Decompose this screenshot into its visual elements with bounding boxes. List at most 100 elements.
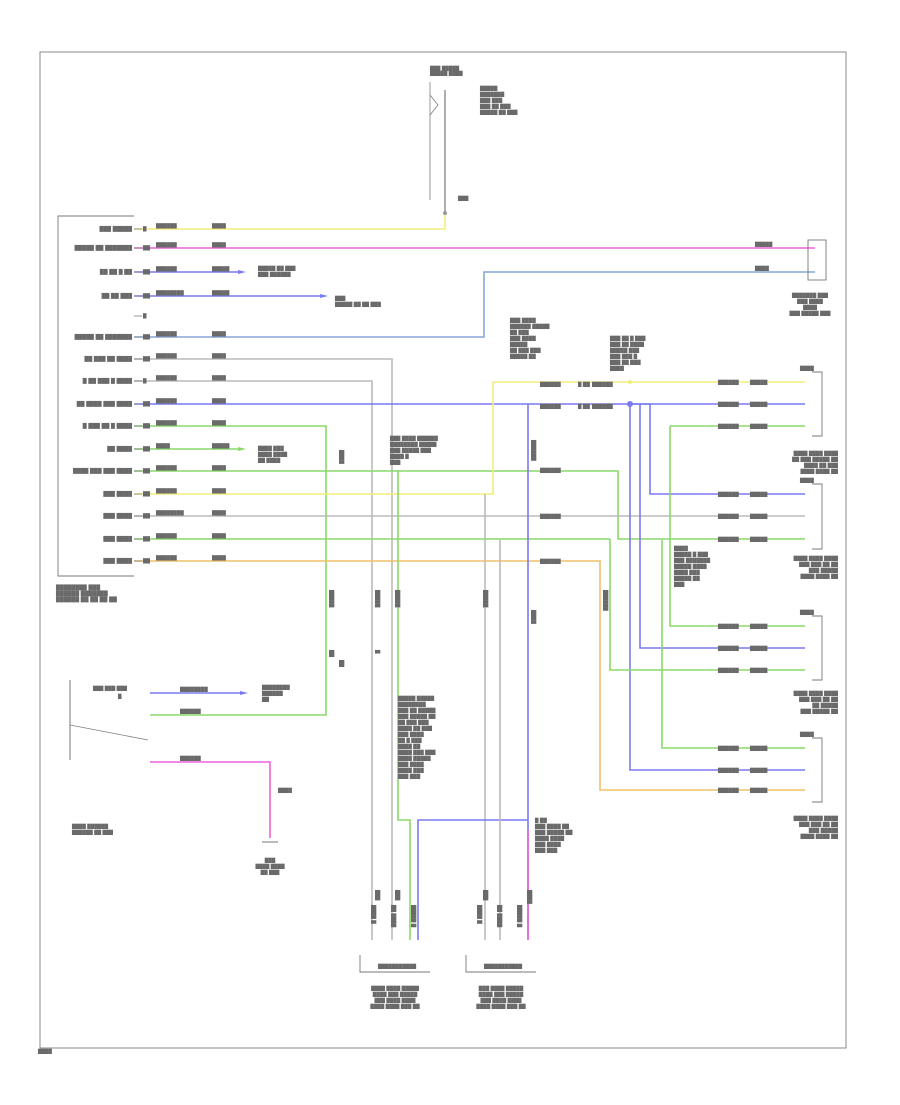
wire-label: ██████ xyxy=(717,667,739,674)
bottom-sensor-connector: ███████████ xyxy=(483,963,523,970)
page-frame xyxy=(39,51,847,1049)
sensor-rfo-caption: ██ ███ █████ ██ xyxy=(791,456,838,463)
module-pin-label: █████ ██ ███████ xyxy=(74,245,132,252)
sensor-lfi-caption: ████ ████ ████ xyxy=(793,815,839,822)
ground-caption: ██ ███ xyxy=(260,869,280,876)
callout-center-low: ████ ███ ███ xyxy=(397,749,436,756)
module-pin-number: ██ xyxy=(142,468,150,475)
callout-splice-top: ████ xyxy=(609,365,624,372)
footer-code: ████ xyxy=(37,1048,52,1055)
sensor-lfo-caption: ███ ███ ██ ██ xyxy=(798,561,838,568)
callout-shifter: ██ ████ xyxy=(257,457,281,464)
bottom-sensor-pin: ██ ████ xyxy=(496,904,503,928)
sensor-rfi-caption: ██ █████ xyxy=(811,702,838,709)
callout-shifter: ████ ████ xyxy=(257,451,288,458)
wire-label: ██████ xyxy=(717,745,739,752)
module-pin-label: ███ ████ xyxy=(102,536,132,543)
callout-center-low: ██ ███ ███ xyxy=(397,719,429,726)
callout-splice-top: █████ ███ xyxy=(609,347,640,354)
switch-pos: █ xyxy=(117,693,122,700)
wire-label: ██████ xyxy=(717,491,739,498)
sensor-lfi-caption: ████ ████ ██ xyxy=(800,833,839,840)
wire-label: █████ xyxy=(749,536,768,543)
module-pin-number: █ xyxy=(142,226,147,233)
wire-label: ██████ xyxy=(717,423,739,430)
wire-label: █████ xyxy=(749,787,768,794)
module-wire-code: ████ xyxy=(211,398,226,405)
bottom-sensor-caption: ████ ███ █████ xyxy=(478,991,524,998)
module-wire-code: ████ xyxy=(211,331,226,338)
switch-sig: ████████ xyxy=(261,684,290,691)
module-wire-code: ████ xyxy=(211,420,226,427)
module-pin-number: ██ xyxy=(142,245,150,252)
module-pin-number: ██ xyxy=(142,269,150,276)
fuse-desc: ███ ██ ███ xyxy=(479,103,511,110)
callout-center-top: ██████ █████ xyxy=(509,323,550,330)
callout-keyless: █████ ██ ███ xyxy=(257,265,296,272)
module-pin-number: ██ xyxy=(142,356,150,363)
fuse-label: █████ ████ xyxy=(429,70,463,77)
vertical-wire-label: ███ xyxy=(374,889,381,901)
switch-wire1: ████████ xyxy=(179,686,208,693)
bottom-sensor-connector: ███████████ xyxy=(377,963,417,970)
callout-center-low: ███ ████ xyxy=(397,761,424,768)
switch-sig: ██ xyxy=(261,696,269,703)
connector-body xyxy=(807,239,827,281)
module-pin-label: ██ ███ ██ ████ xyxy=(83,356,132,363)
module-wire-code: ████ xyxy=(211,242,226,249)
callout-splice-mid: █████ ████ xyxy=(673,563,707,570)
connector-caption: ███ ████ xyxy=(796,298,823,305)
vertical-wire-label: ████ xyxy=(338,449,345,464)
callout-splice-low: ███ █████ ██ xyxy=(534,829,573,836)
module-pin-label: ███ ████ xyxy=(102,491,132,498)
module-wire-code: ████ xyxy=(211,465,226,472)
vertical-wire-label: ███ xyxy=(394,889,401,901)
callout-center-top: ███ ████ xyxy=(509,317,536,324)
module-pin-number: ██ xyxy=(142,401,150,408)
module-caption: ██████ ███████ xyxy=(55,590,108,597)
wire-label: █████ xyxy=(749,513,768,520)
callout-center-mid: ███ █████ ███ xyxy=(389,447,431,454)
sensor-lfo-connector xyxy=(812,483,823,550)
vertical-wire-label: ██ xyxy=(338,659,345,667)
bottom-sensor-caption: ████ ████ █████ xyxy=(370,985,419,992)
module-pin-label: █████ ██ ███████ xyxy=(74,334,132,341)
bottom-sensor-bracket xyxy=(359,955,430,973)
wire-label: ██████ xyxy=(591,381,613,388)
wire-label: █████ xyxy=(749,379,768,386)
callout-splice-low: ███ ███ xyxy=(534,847,558,854)
module-pin-number: ██ xyxy=(142,446,150,453)
switch-wire3: ██████ xyxy=(179,755,201,762)
vertical-wire-label: ██████ xyxy=(602,589,609,611)
module-wire-color: ██████ xyxy=(155,223,177,230)
wire-label: ██████ xyxy=(717,536,739,543)
module-pin-label: ██ ████ ███ ████ xyxy=(76,401,132,408)
module-pin-label: █ ███ ██ █ ████ xyxy=(82,423,132,430)
sensor-lfo-caption: ████ ████ ██ xyxy=(800,573,839,580)
module-outline xyxy=(57,215,134,577)
module-wire-color: ██████ xyxy=(155,488,177,495)
sensor-lfi-connector xyxy=(812,737,823,803)
bottom-sensor-pin: ██ ████ xyxy=(390,904,397,928)
connector-caption: ███████ ███ xyxy=(791,292,829,299)
module-caption: ████████ ███ xyxy=(55,584,100,591)
callout-splice-low: ████ ████ xyxy=(534,835,565,842)
sensor-rfi-connector xyxy=(812,615,823,681)
splice-dot xyxy=(443,211,447,215)
module-wire-color: ██████ xyxy=(155,266,177,273)
wire-label: ██████ xyxy=(591,403,613,410)
wire-blue-bottom-2 xyxy=(417,819,528,940)
callout-center-low: ████████ xyxy=(397,701,426,708)
wire-label: ██████ xyxy=(717,401,739,408)
sensor-code: ████ xyxy=(799,477,814,484)
switch-caption: ██████ ██ ███ xyxy=(71,829,113,836)
module-wire-color: ██████ xyxy=(155,555,177,562)
sensor-lfi-caption: ███ █████ xyxy=(808,827,839,834)
bottom-sensor-pin: █████ █ xyxy=(410,904,417,928)
module-pin-label: ███ ████ xyxy=(102,513,132,520)
connector-code: █████ xyxy=(754,241,773,248)
module-pin-label: ██ ██ █ ██ xyxy=(99,269,132,276)
bottom-sensor-pin: ████ █ xyxy=(370,904,377,924)
callout-center-low: ███ ██ █████ xyxy=(397,707,436,714)
module-wire-color: ██████ xyxy=(155,331,177,338)
